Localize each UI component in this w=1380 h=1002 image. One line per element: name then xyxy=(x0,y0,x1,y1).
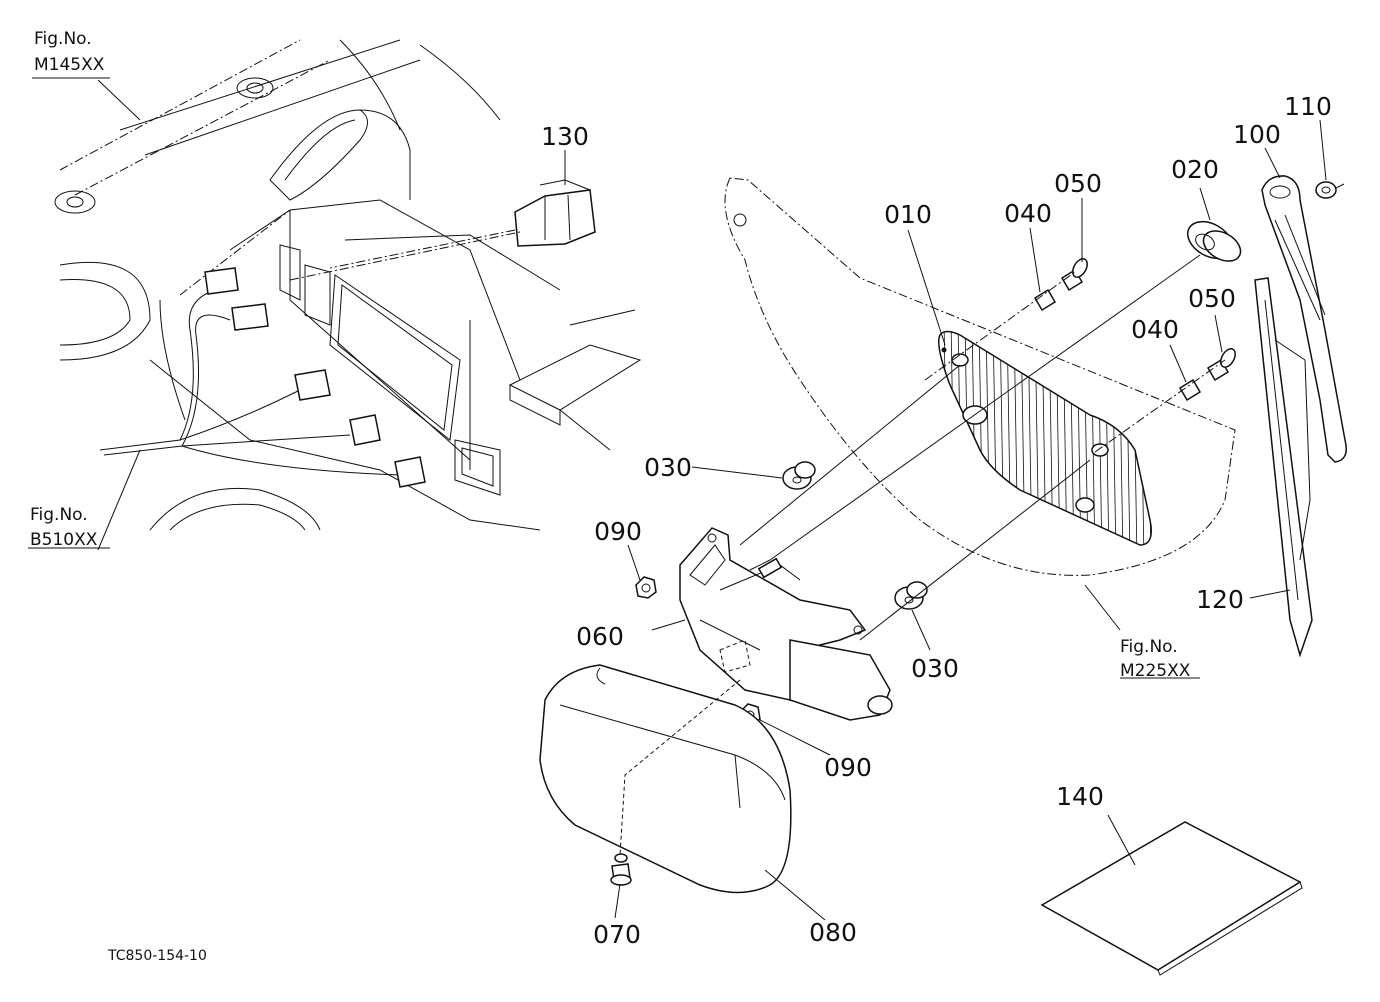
drawing-code: TC850-154-10 xyxy=(107,948,207,964)
part-label-030-lower: 030 xyxy=(911,654,959,683)
document-sheet-140 xyxy=(1040,821,1303,976)
bushings-030 xyxy=(739,254,1201,641)
fig-ref-m225-code: M225XX xyxy=(1120,661,1191,681)
nut-110 xyxy=(1315,181,1345,199)
cab-interior-illustration xyxy=(54,39,642,531)
fig-ref-b510-caption: Fig.No. xyxy=(30,505,88,525)
part-label-110: 110 xyxy=(1284,92,1332,121)
push-clip-070 xyxy=(610,853,632,886)
part-label-090-upper: 090 xyxy=(594,517,642,546)
part-label-100: 100 xyxy=(1233,120,1281,149)
part-label-130: 130 xyxy=(541,122,589,151)
part-label-050-lower: 050 xyxy=(1188,284,1236,313)
part-label-120: 120 xyxy=(1196,585,1244,614)
part-label-040-upper: 040 xyxy=(1004,199,1052,228)
part-label-140: 140 xyxy=(1056,782,1104,811)
part-label-020: 020 xyxy=(1171,155,1219,184)
part-label-030-upper: 030 xyxy=(644,453,692,482)
fig-ref-b510-code: B510XX xyxy=(30,530,98,550)
motor-cover-080 xyxy=(539,664,792,894)
part-label-040-lower: 040 xyxy=(1131,315,1179,344)
wiper-arm-100 xyxy=(1261,175,1347,463)
fig-ref-m145-caption: Fig.No. xyxy=(34,29,92,49)
fig-ref-m145-code: M145XX xyxy=(34,55,105,75)
wiper-blade-120 xyxy=(1254,277,1313,658)
figure-references: Fig.No. M145XX Fig.No. B510XX Fig.No. M2… xyxy=(30,29,1191,681)
part-label-080: 080 xyxy=(809,918,857,947)
grommet-020 xyxy=(1186,220,1242,262)
part-number-labels: 130 010 020 100 110 050 040 050 040 030 … xyxy=(541,92,1332,949)
part-label-090-lower: 090 xyxy=(824,753,872,782)
part-label-050-upper: 050 xyxy=(1054,169,1102,198)
part-label-070: 070 xyxy=(593,920,641,949)
part-label-060: 060 xyxy=(576,622,624,651)
leader-lines xyxy=(28,77,1327,921)
part-label-010: 010 xyxy=(884,200,932,229)
motor-bracket-060 xyxy=(679,527,893,721)
spacers-and-screws xyxy=(924,258,1236,453)
window-glass-010 xyxy=(938,330,1152,546)
rear-panel-outline xyxy=(724,177,1236,576)
fig-ref-m225-caption: Fig.No. xyxy=(1120,637,1178,657)
switch-130-illustration xyxy=(289,179,596,281)
